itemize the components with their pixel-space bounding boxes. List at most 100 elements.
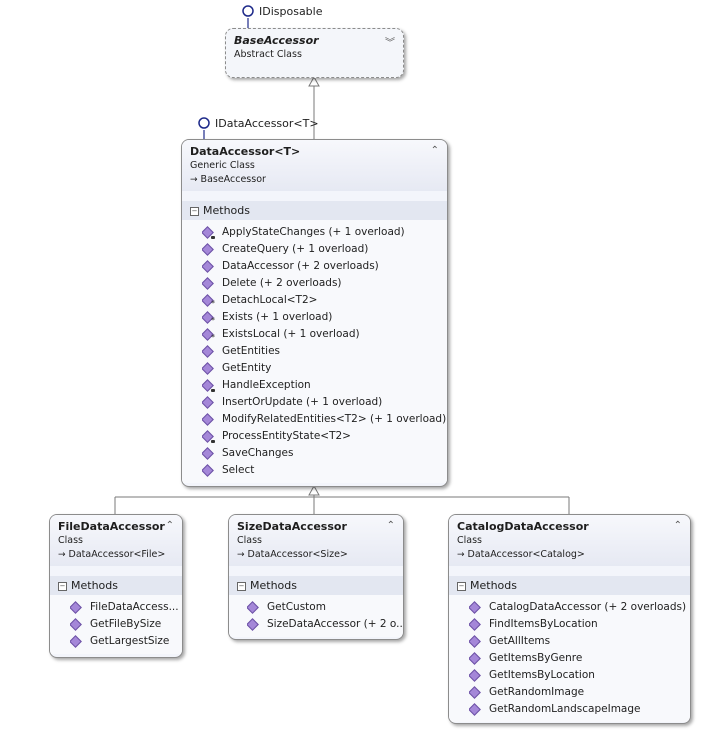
method-public-icon — [469, 687, 479, 697]
inherit-arrow-data — [308, 484, 320, 496]
method-protected-icon — [202, 295, 215, 308]
method-name: DetachLocal<T2> — [222, 294, 318, 306]
method-public-icon — [70, 602, 80, 612]
method-private-icon — [202, 227, 215, 239]
method-public-icon — [202, 261, 212, 271]
method-item[interactable]: SizeDataAccessor (+ 2 o... — [247, 616, 403, 633]
collapse-chevron-icon[interactable]: ⌃ — [165, 520, 174, 531]
method-public-icon — [202, 363, 212, 373]
method-public-icon — [247, 602, 257, 612]
method-public-icon — [202, 244, 212, 254]
method-name: Delete (+ 2 overloads) — [222, 277, 342, 289]
method-item[interactable]: Delete (+ 2 overloads) — [202, 275, 447, 292]
method-item[interactable]: DetachLocal<T2> — [202, 292, 447, 309]
method-item[interactable]: ProcessEntityState<T2> — [202, 428, 447, 445]
method-item[interactable]: GetEntity — [202, 360, 447, 377]
method-item[interactable]: CreateQuery (+ 1 overload) — [202, 241, 447, 258]
class-header: FileDataAccessor Class →DataAccessor<Fil… — [50, 515, 182, 566]
method-list: GetCustom SizeDataAccessor (+ 2 o... — [229, 595, 403, 637]
method-item[interactable]: CatalogDataAccessor (+ 2 overloads) — [469, 599, 690, 616]
class-kind: Class — [237, 535, 262, 546]
class-box-catalog-data-accessor[interactable]: CatalogDataAccessor Class →DataAccessor<… — [448, 514, 691, 724]
class-header: SizeDataAccessor Class →DataAccessor<Siz… — [229, 515, 403, 566]
method-item[interactable]: GetItemsByGenre — [469, 650, 690, 667]
class-kind: Class — [58, 535, 83, 546]
method-name: FileDataAccess... — [90, 601, 179, 613]
base-class-ref: →DataAccessor<File> — [58, 549, 174, 560]
method-name: ApplyStateChanges (+ 1 overload) — [222, 226, 405, 238]
class-title: DataAccessor<T> — [190, 145, 301, 158]
method-public-icon — [202, 397, 212, 407]
class-box-size-data-accessor[interactable]: SizeDataAccessor Class →DataAccessor<Siz… — [228, 514, 404, 640]
idataaccessor-lollipop-icon — [198, 117, 210, 129]
collapse-minus-icon[interactable]: − — [58, 581, 67, 591]
method-item[interactable]: ExistsLocal (+ 1 overload) — [202, 326, 447, 343]
method-item[interactable]: GetLargestSize — [70, 633, 182, 650]
method-name: GetEntity — [222, 362, 272, 374]
method-name: SaveChanges — [222, 447, 294, 459]
method-item[interactable]: GetFileBySize — [70, 616, 182, 633]
collapse-chevron-icon[interactable]: ⌃ — [386, 520, 395, 531]
class-header: DataAccessor<T> Generic Class →BaseAcces… — [182, 140, 447, 191]
method-name: GetRandomLandscapeImage — [489, 703, 641, 715]
method-public-icon — [70, 636, 80, 646]
method-public-icon — [202, 414, 212, 424]
idataaccessor-label: IDataAccessor<T> — [215, 117, 319, 130]
method-item[interactable]: GetRandomLandscapeImage — [469, 701, 690, 718]
method-name: GetItemsByGenre — [489, 652, 583, 664]
methods-label: Methods — [250, 579, 297, 592]
method-name: Select — [222, 464, 255, 476]
method-name: GetCustom — [267, 601, 326, 613]
method-item[interactable]: GetCustom — [247, 599, 403, 616]
methods-section-header[interactable]: −Methods — [50, 576, 182, 595]
expand-chevron-icon[interactable]: ︾ — [385, 38, 395, 49]
class-kind: Abstract Class — [234, 49, 302, 60]
collapse-chevron-icon[interactable]: ⌃ — [673, 520, 682, 531]
method-item[interactable]: Select — [202, 462, 447, 479]
collapse-minus-icon[interactable]: − — [190, 206, 199, 216]
method-item[interactable]: InsertOrUpdate (+ 1 overload) — [202, 394, 447, 411]
method-item[interactable]: FindItemsByLocation — [469, 616, 690, 633]
method-name: GetAllItems — [489, 635, 551, 647]
method-name: ModifyRelatedEntities<T2> (+ 1 overload) — [222, 413, 447, 425]
method-item[interactable]: DataAccessor (+ 2 overloads) — [202, 258, 447, 275]
class-kind: Class — [457, 535, 482, 546]
class-header: CatalogDataAccessor Class →DataAccessor<… — [449, 515, 690, 566]
method-protected-icon — [202, 312, 215, 325]
idisposable-lollipop-icon — [242, 5, 254, 17]
method-public-icon — [247, 619, 257, 629]
inherit-arrow-icon: → — [457, 550, 465, 560]
method-item[interactable]: GetAllItems — [469, 633, 690, 650]
class-box-file-data-accessor[interactable]: FileDataAccessor Class →DataAccessor<Fil… — [49, 514, 183, 658]
method-public-icon — [469, 653, 479, 663]
method-private-icon — [202, 431, 215, 443]
collapse-minus-icon[interactable]: − — [457, 581, 466, 591]
method-name: CatalogDataAccessor (+ 2 overloads) — [489, 601, 687, 613]
methods-label: Methods — [470, 579, 517, 592]
methods-section-header[interactable]: −Methods — [449, 576, 690, 595]
collapse-chevron-icon[interactable]: ⌃ — [430, 145, 439, 156]
method-item[interactable]: Exists (+ 1 overload) — [202, 309, 447, 326]
class-box-base-accessor[interactable]: BaseAccessor Abstract Class ︾ — [225, 28, 404, 78]
method-item[interactable]: GetItemsByLocation — [469, 667, 690, 684]
method-item[interactable]: GetEntities — [202, 343, 447, 360]
method-item[interactable]: HandleException — [202, 377, 447, 394]
method-item[interactable]: ModifyRelatedEntities<T2> (+ 1 overload) — [202, 411, 447, 428]
inherit-arrow-icon: → — [190, 175, 198, 185]
methods-section-header[interactable]: −Methods — [229, 576, 403, 595]
base-class-label: BaseAccessor — [200, 174, 266, 185]
collapse-minus-icon[interactable]: − — [237, 581, 246, 591]
base-class-label: DataAccessor<Catalog> — [467, 549, 585, 560]
method-name: GetEntities — [222, 345, 281, 357]
method-item[interactable]: ApplyStateChanges (+ 1 overload) — [202, 224, 447, 241]
method-public-icon — [469, 619, 479, 629]
method-public-icon — [202, 448, 212, 458]
methods-section-header[interactable]: −Methods — [182, 201, 447, 220]
method-item[interactable]: SaveChanges — [202, 445, 447, 462]
class-box-data-accessor[interactable]: DataAccessor<T> Generic Class →BaseAcces… — [181, 139, 448, 487]
class-title: CatalogDataAccessor — [457, 520, 589, 533]
method-item[interactable]: GetRandomImage — [469, 684, 690, 701]
method-item[interactable]: FileDataAccess... — [70, 599, 182, 616]
method-public-icon — [469, 704, 479, 714]
